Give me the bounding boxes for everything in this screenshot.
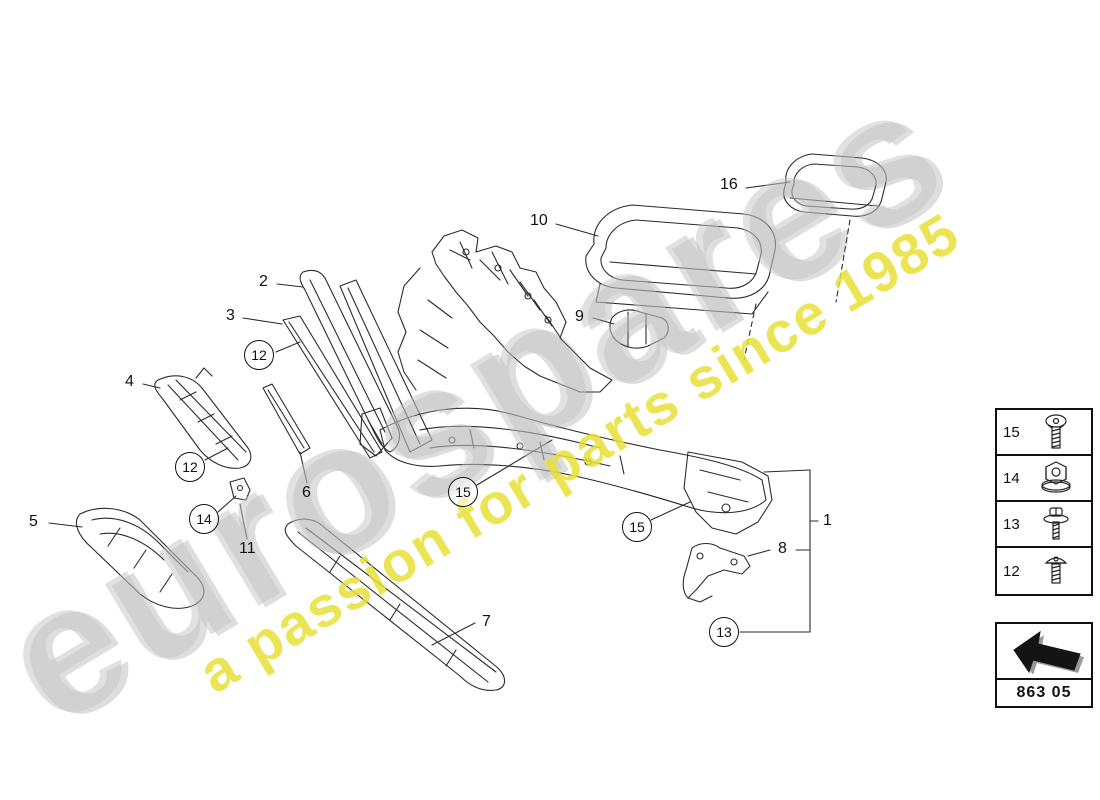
tunnel-rear-base xyxy=(683,451,773,535)
callout-8[interactable]: 8 xyxy=(778,540,787,557)
hardware-item-13[interactable]: 13 xyxy=(997,502,1091,548)
pillar-trim-inner xyxy=(339,279,433,453)
pan-screw-icon xyxy=(1025,551,1087,591)
hardware-item-15[interactable]: 15 xyxy=(997,410,1091,456)
callout-10[interactable]: 10 xyxy=(530,212,548,229)
part-2-pillar-trim xyxy=(299,269,401,453)
leader-lines xyxy=(48,181,819,646)
part-4-sill-trim xyxy=(154,367,252,469)
callout-16[interactable]: 16 xyxy=(720,176,738,193)
hardware-item-12[interactable]: 12 xyxy=(997,548,1091,594)
callout-12-circle-b[interactable]: 12 xyxy=(175,452,205,482)
part-9-bracket xyxy=(609,309,669,349)
hardware-number: 14 xyxy=(1003,469,1020,487)
hardware-panel: 15 14 xyxy=(995,408,1093,596)
hardware-item-14[interactable]: 14 xyxy=(997,456,1091,502)
callout-1[interactable]: 1 xyxy=(823,512,832,529)
dashed-reference-lines xyxy=(743,219,851,361)
washer-screw-icon xyxy=(1025,504,1087,544)
part-group-code: 863 05 xyxy=(1016,684,1072,701)
callout-15-circle-b[interactable]: 15 xyxy=(622,512,652,542)
part-8-bracket xyxy=(682,542,751,603)
callout-3[interactable]: 3 xyxy=(226,307,235,324)
tunnel-upper-cluster xyxy=(397,229,613,393)
callout-9[interactable]: 9 xyxy=(575,308,584,325)
back-arrow-icon[interactable] xyxy=(997,624,1091,680)
callout-15-circle-a[interactable]: 15 xyxy=(448,477,478,507)
hardware-number: 13 xyxy=(1003,515,1020,533)
callout-14-circle[interactable]: 14 xyxy=(189,504,219,534)
tunnel-main-beam xyxy=(359,407,767,514)
callout-5[interactable]: 5 xyxy=(29,513,38,530)
hardware-number: 15 xyxy=(1003,423,1020,441)
callout-12-circle-a[interactable]: 12 xyxy=(244,340,274,370)
part-7-sill-strip xyxy=(284,518,506,691)
callout-11[interactable]: 11 xyxy=(239,540,256,557)
callout-7[interactable]: 7 xyxy=(482,613,491,630)
part-16-rear-lid xyxy=(783,153,887,217)
part-code-box: 863 05 xyxy=(995,622,1093,708)
part-3-trim-strip xyxy=(282,315,383,459)
callout-13-circle[interactable]: 13 xyxy=(709,617,739,647)
callout-6[interactable]: 6 xyxy=(302,484,311,501)
flange-nut-icon xyxy=(1025,458,1087,498)
part-6-trim-strip xyxy=(262,383,311,455)
part-11-clip xyxy=(229,477,251,501)
hardware-number: 12 xyxy=(1003,562,1020,580)
part-5-sill-trim xyxy=(75,507,205,609)
torx-screw-icon xyxy=(1025,412,1087,452)
callout-4[interactable]: 4 xyxy=(125,373,134,390)
part-10-console-lid xyxy=(585,204,776,315)
callout-2[interactable]: 2 xyxy=(259,273,268,290)
